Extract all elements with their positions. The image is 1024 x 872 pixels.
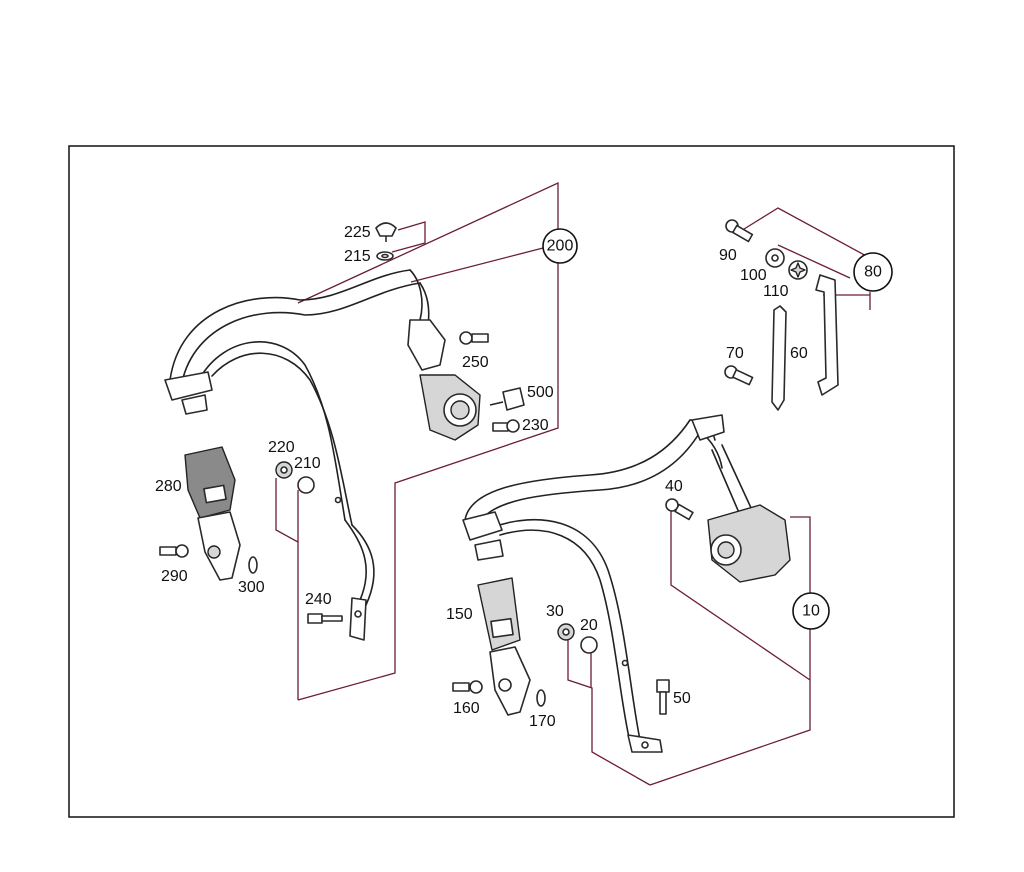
part-label-30: 30 (546, 603, 564, 620)
part-label-60: 60 (790, 345, 808, 362)
part-label-150: 150 (446, 606, 473, 623)
group-80 (724, 207, 871, 411)
group-10 (452, 414, 811, 786)
part-label-230: 230 (522, 417, 549, 434)
part-label-50: 50 (673, 690, 691, 707)
part-label-500: 500 (527, 384, 554, 401)
part-label-170: 170 (529, 713, 556, 730)
callout-80-label: 80 (864, 264, 882, 281)
callout-10-label: 10 (802, 603, 820, 620)
part-label-250: 250 (462, 354, 489, 371)
part-label-220: 220 (268, 439, 295, 456)
part-label-280: 280 (155, 478, 182, 495)
callout-200-label: 200 (547, 238, 574, 255)
part-label-215: 215 (344, 248, 371, 265)
callout-10: 10 (792, 592, 830, 630)
group-200 (159, 181, 559, 701)
part-label-240: 240 (305, 591, 332, 608)
part-label-90: 90 (719, 247, 737, 264)
part-label-160: 160 (453, 700, 480, 717)
part-label-210: 210 (294, 455, 321, 472)
part-label-20: 20 (580, 617, 598, 634)
part-label-110: 110 (763, 283, 789, 300)
part-label-300: 300 (238, 579, 265, 596)
diagram-frame (68, 145, 955, 818)
part-label-70: 70 (726, 345, 744, 362)
part-label-100: 100 (740, 267, 767, 284)
part-label-225: 225 (344, 224, 371, 241)
part-label-290: 290 (161, 568, 188, 585)
callout-80: 80 (853, 252, 893, 292)
part-label-40: 40 (665, 478, 683, 495)
callout-200: 200 (542, 228, 578, 264)
